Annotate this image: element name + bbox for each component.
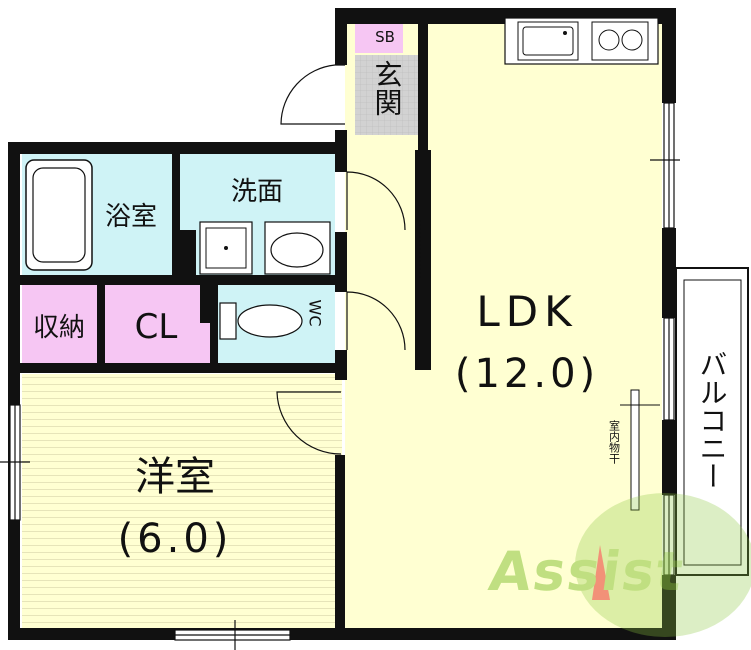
toilet-label: WC (306, 300, 325, 327)
bathtub-icon (25, 159, 93, 271)
storage-label: 収納 (33, 313, 85, 343)
closet-area (105, 285, 210, 365)
ldk-size-label: (12.0) (455, 351, 599, 397)
kitchen-sink-icon (517, 21, 579, 61)
western-room-size-label: (6.0) (118, 516, 233, 562)
indoor-drying-label: 室内物干 (608, 419, 621, 465)
toilet-icon (219, 302, 303, 340)
shoe-box-area (355, 20, 403, 53)
entrance-area (355, 55, 418, 135)
door-swing-icon (276, 64, 421, 455)
shoe-box-label: SB (375, 28, 395, 46)
western-room-area (22, 374, 342, 629)
washing-machine-icon (199, 221, 253, 275)
stove-icon (591, 21, 649, 61)
ldk-name-label: LDK (476, 287, 577, 336)
kitchen-counter (504, 17, 659, 65)
window-icon (0, 102, 680, 650)
closet-label: CL (135, 307, 178, 347)
storage-area (22, 285, 97, 365)
logo-text: Assist (485, 540, 688, 603)
entrance-label: 玄関 (371, 60, 404, 116)
bath-label: 浴室 (105, 202, 157, 232)
washroom-label: 洗面 (231, 177, 283, 207)
balcony-inner (683, 279, 742, 566)
western-room-name-label: 洋室 (135, 454, 215, 500)
wash-basin-icon (264, 221, 331, 275)
drying-rack-icon (620, 389, 660, 511)
balcony-label: バルコニー (696, 350, 729, 490)
assist-logo-watermark: Assist (485, 493, 751, 637)
